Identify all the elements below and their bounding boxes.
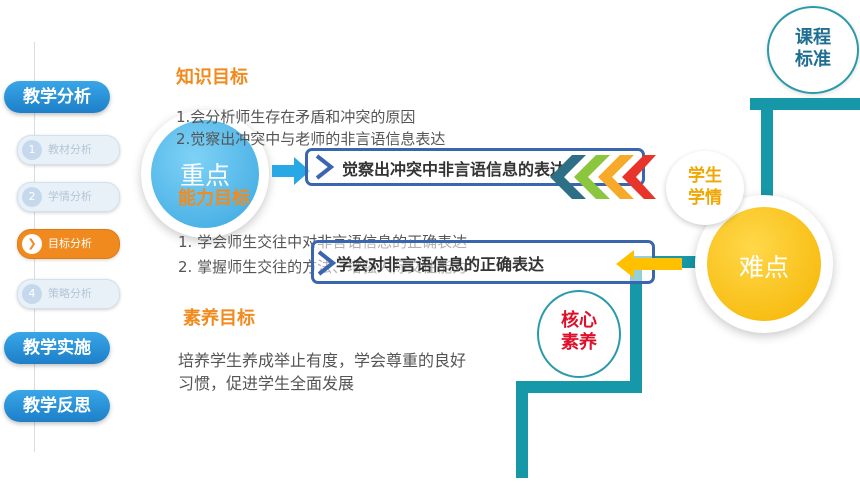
literacy-goal-line: 培养学生养成举止有度，学会尊重的良好 bbox=[178, 351, 467, 370]
nav-sub-label: 教材分析 bbox=[48, 143, 92, 156]
nav-sub-label: 学情分析 bbox=[48, 190, 92, 203]
nav-sub-label: 策略分析 bbox=[48, 287, 92, 300]
nav-teaching-analysis[interactable]: 教学分析 bbox=[4, 81, 110, 113]
student-situation-line1: 学生 bbox=[688, 166, 722, 186]
key-point-circle bbox=[151, 120, 259, 228]
knowledge-goal-item: 2.觉察出冲突中与老师的非言语信息表达 bbox=[176, 130, 446, 148]
key-point-banner-text: 觉察出冲突中非言语信息的表达 bbox=[342, 160, 567, 179]
nav-sub-label: 目标分析 bbox=[48, 237, 92, 250]
nav-teaching-implementation[interactable]: 教学实施 bbox=[4, 332, 110, 364]
ability-goal-title: 能力目标 bbox=[178, 188, 250, 209]
course-standard-line2: 标准 bbox=[795, 49, 831, 70]
nav-sub-goal-analysis[interactable]: ❯ 目标分析 bbox=[17, 229, 120, 259]
nav-sub-textbook-analysis[interactable]: 1 教材分析 bbox=[17, 135, 120, 165]
difficult-point-banner-text: 学会对非言语信息的正确表达 bbox=[336, 255, 545, 274]
core-literacy-circle: 核心 素养 bbox=[537, 290, 621, 378]
course-standard-circle: 课程 标准 bbox=[767, 6, 859, 94]
knowledge-goal-title: 知识目标 bbox=[176, 67, 248, 88]
literacy-goal-title: 素养目标 bbox=[183, 308, 255, 329]
core-literacy-line2: 素养 bbox=[561, 332, 597, 353]
course-standard-line1: 课程 bbox=[795, 27, 831, 48]
nav-sub-student-analysis[interactable]: 2 学情分析 bbox=[17, 182, 120, 212]
nav-sub-strategy-analysis[interactable]: 4 策略分析 bbox=[17, 279, 120, 309]
chevron-right-icon: ❯ bbox=[22, 234, 42, 254]
arrow-left-icon bbox=[616, 250, 682, 278]
difficult-point-label: 难点 bbox=[738, 253, 789, 282]
student-situation-circle: 学生 学情 bbox=[666, 151, 744, 225]
key-point-label: 重点 bbox=[179, 161, 230, 190]
chevron-right-icon bbox=[317, 250, 337, 276]
step-number-badge: 1 bbox=[22, 140, 42, 160]
literacy-goal-line: 习惯，促进学生全面发展 bbox=[178, 374, 355, 393]
core-literacy-line1: 核心 bbox=[561, 310, 597, 331]
difficult-point-circle bbox=[707, 207, 821, 321]
difficult-point-banner: 学会对非言语信息的正确表达 bbox=[311, 240, 655, 284]
chevron-right-icon bbox=[315, 154, 335, 180]
chevron-arrows-icon bbox=[550, 155, 656, 199]
step-number-badge: 2 bbox=[22, 187, 42, 207]
knowledge-goal-item: 1.会分析师生存在矛盾和冲突的原因 bbox=[176, 108, 416, 126]
student-situation-line2: 学情 bbox=[688, 188, 722, 208]
nav-teaching-reflection[interactable]: 教学反思 bbox=[4, 390, 110, 422]
arrow-right-icon bbox=[272, 157, 310, 185]
step-number-badge: 4 bbox=[22, 284, 42, 304]
